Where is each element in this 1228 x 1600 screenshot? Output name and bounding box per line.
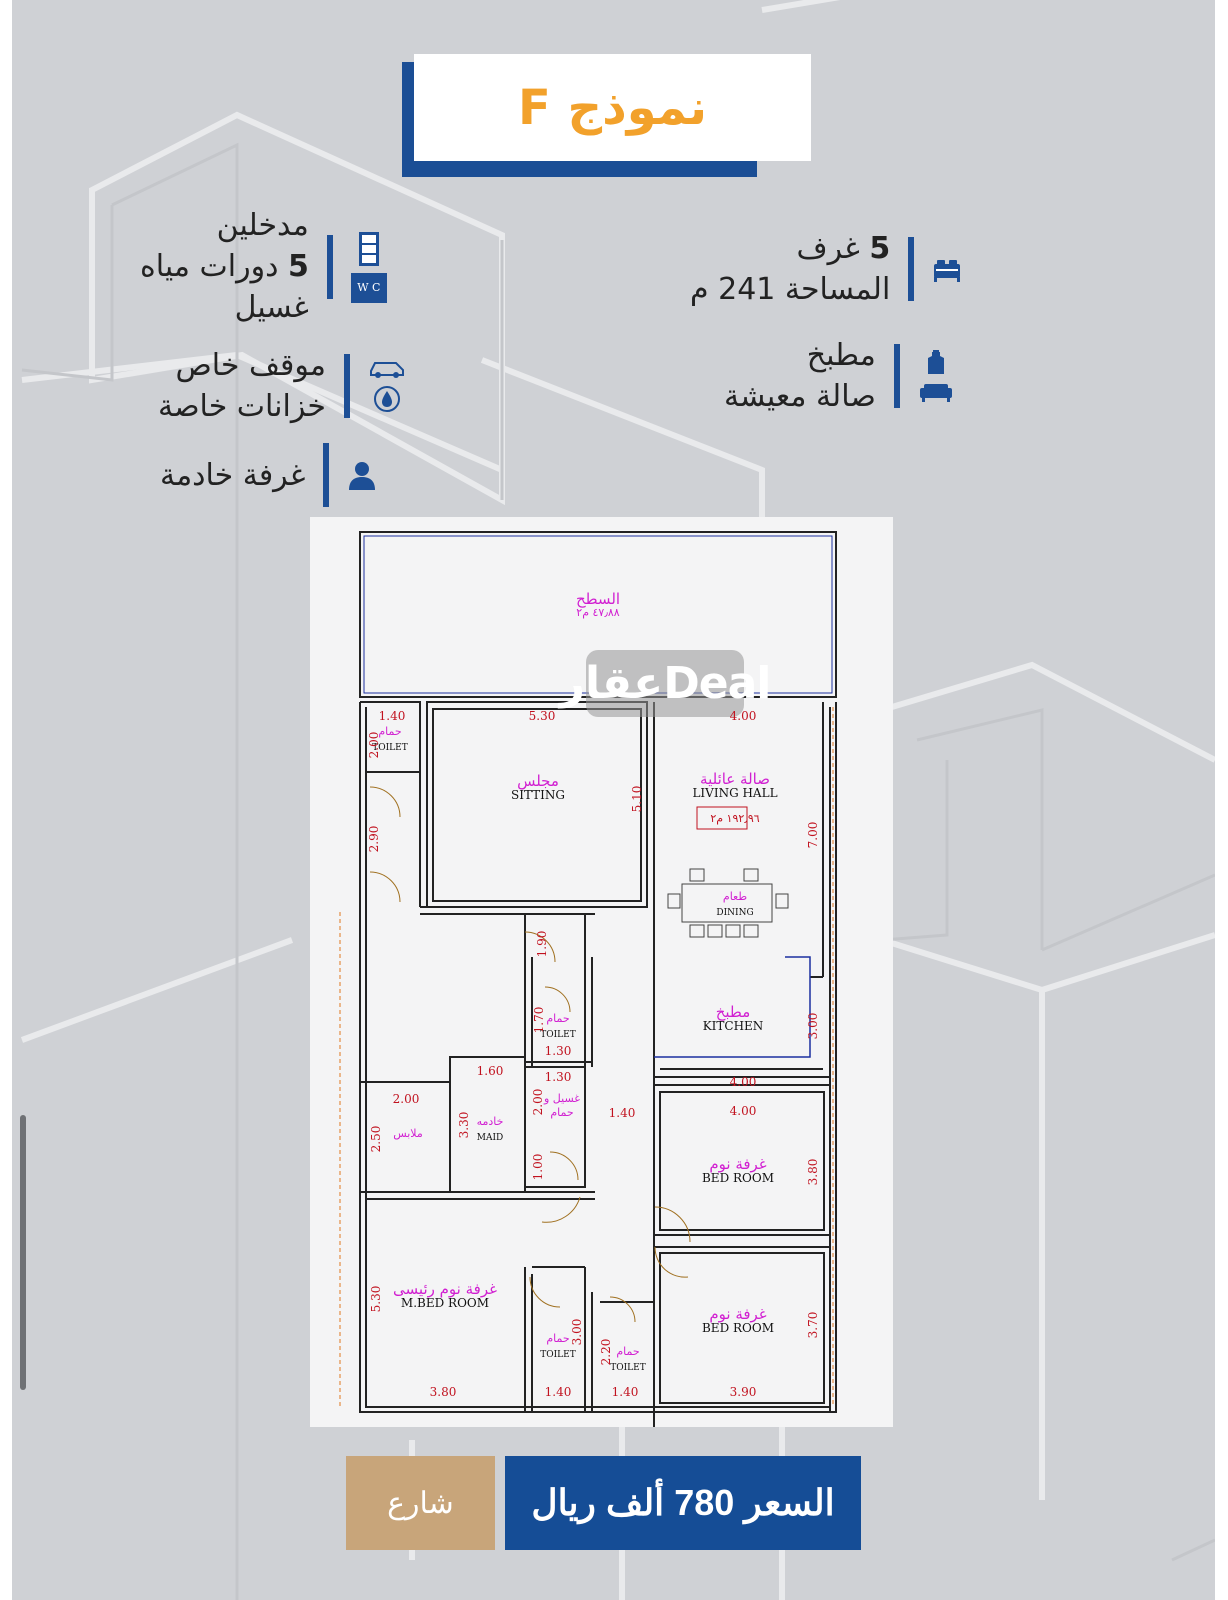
bathrooms-label: دورات مياه — [140, 249, 279, 284]
feature-bar — [323, 443, 330, 507]
dimension-label: 2.00 — [531, 1088, 545, 1116]
feature-text: مدخلين 5 دورات مياه غسيل — [140, 205, 309, 328]
dimension-label: 1.30 — [544, 1044, 572, 1058]
rooms-label: غرف — [796, 231, 860, 266]
scrollbar[interactable] — [20, 1115, 26, 1390]
dimension-label: 1.40 — [608, 1106, 636, 1120]
dimension-label: 2.90 — [367, 825, 381, 853]
maid-label: غرفة خادمة — [160, 457, 306, 493]
bathrooms-count: 5 — [287, 249, 309, 284]
dimension-label: 1.70 — [532, 1006, 546, 1034]
sofa-icon — [919, 384, 952, 402]
apron-icon — [927, 350, 944, 374]
feature-maid: غرفة خادمة — [160, 443, 377, 507]
dimension-label: 4.00 — [729, 1104, 757, 1118]
dimension-label: 7.00 — [806, 821, 820, 849]
dimension-label: 3.30 — [457, 1111, 471, 1139]
feature-bar — [908, 237, 915, 301]
dimension-label: 1.60 — [476, 1064, 504, 1078]
price-button[interactable]: السعر 780 ألف ريال — [505, 1456, 861, 1550]
dimension-label: 3.70 — [806, 1311, 820, 1339]
entrances-label: مدخلين — [216, 208, 309, 243]
feature-text: غرفة خادمة — [160, 455, 305, 496]
dimension-label: 1.40 — [378, 709, 406, 723]
bed-icon — [932, 256, 962, 282]
title-box: نموذج F — [414, 54, 811, 161]
dimension-label: 3.80 — [429, 1385, 457, 1399]
dimension-label: 3.00 — [570, 1318, 584, 1346]
dimension-label: 5.30 — [528, 709, 556, 723]
door-icon — [358, 231, 379, 266]
floor-plan-drawing — [339, 531, 837, 1427]
dimension-label: 1.90 — [535, 930, 549, 958]
feature-parking-tanks: موقف خاص خزانات خاصة — [158, 345, 406, 427]
wc-icon: W C — [350, 272, 387, 303]
dimension-label: 2.00 — [367, 731, 381, 759]
entrance-bath-icons: W C — [350, 231, 387, 303]
feature-bar — [326, 234, 333, 299]
car-icon — [369, 362, 404, 378]
dimension-label: 1.00 — [531, 1153, 545, 1181]
kitchen-label: مطبخ — [806, 338, 876, 373]
dimension-label: 1.40 — [544, 1385, 572, 1399]
dimension-label: 2.00 — [392, 1092, 420, 1106]
living-label: صالة معيشة — [724, 379, 876, 414]
street-button[interactable]: شارع — [346, 1456, 495, 1550]
parking-label: موقف خاص — [175, 348, 326, 383]
feature-kitchen-living: مطبخ صالة معيشة — [724, 335, 954, 417]
dimension-label: 3.90 — [729, 1385, 757, 1399]
dimension-label: 3.00 — [806, 1012, 820, 1040]
dimension-label: 4.00 — [729, 709, 757, 723]
watermark-logo: عقارDeal — [560, 650, 771, 717]
room-label-laundry: غسيل و حمام — [543, 1092, 581, 1119]
rooms-count: 5 — [869, 231, 891, 266]
dimension-label: 3.80 — [806, 1158, 820, 1186]
feature-text: مطبخ صالة معيشة — [724, 335, 876, 417]
dimension-label: 2.50 — [369, 1125, 383, 1153]
feature-text: موقف خاص خزانات خاصة — [158, 345, 326, 427]
feature-text: 5 غرف المساحة 241 م — [690, 228, 890, 310]
parking-tank-icons — [368, 359, 406, 413]
room-label-closet: ملابس — [393, 1127, 423, 1140]
dimension-label: 2.20 — [599, 1338, 613, 1366]
dimension-label: 5.10 — [630, 785, 644, 813]
laundry-label: غسيل — [234, 290, 309, 325]
dimension-label: 1.30 — [544, 1070, 572, 1084]
page-title: نموذج F — [517, 79, 708, 136]
feature-entrances-bath: مدخلين 5 دورات مياه غسيل W C — [140, 205, 387, 328]
dimension-label: 1.40 — [611, 1385, 639, 1399]
area-label: المساحة 241 م — [690, 272, 891, 307]
feature-rooms-area: 5 غرف المساحة 241 م — [690, 228, 962, 310]
feature-bar — [893, 344, 900, 408]
feature-bar — [343, 354, 350, 418]
tanks-label: خزانات خاصة — [158, 389, 326, 424]
dimension-label: 5.30 — [369, 1285, 383, 1313]
person-icon — [347, 460, 377, 490]
water-drop-icon — [373, 386, 400, 412]
kitchen-living-icons — [918, 350, 954, 402]
dimension-label: 4.00 — [729, 1075, 757, 1089]
